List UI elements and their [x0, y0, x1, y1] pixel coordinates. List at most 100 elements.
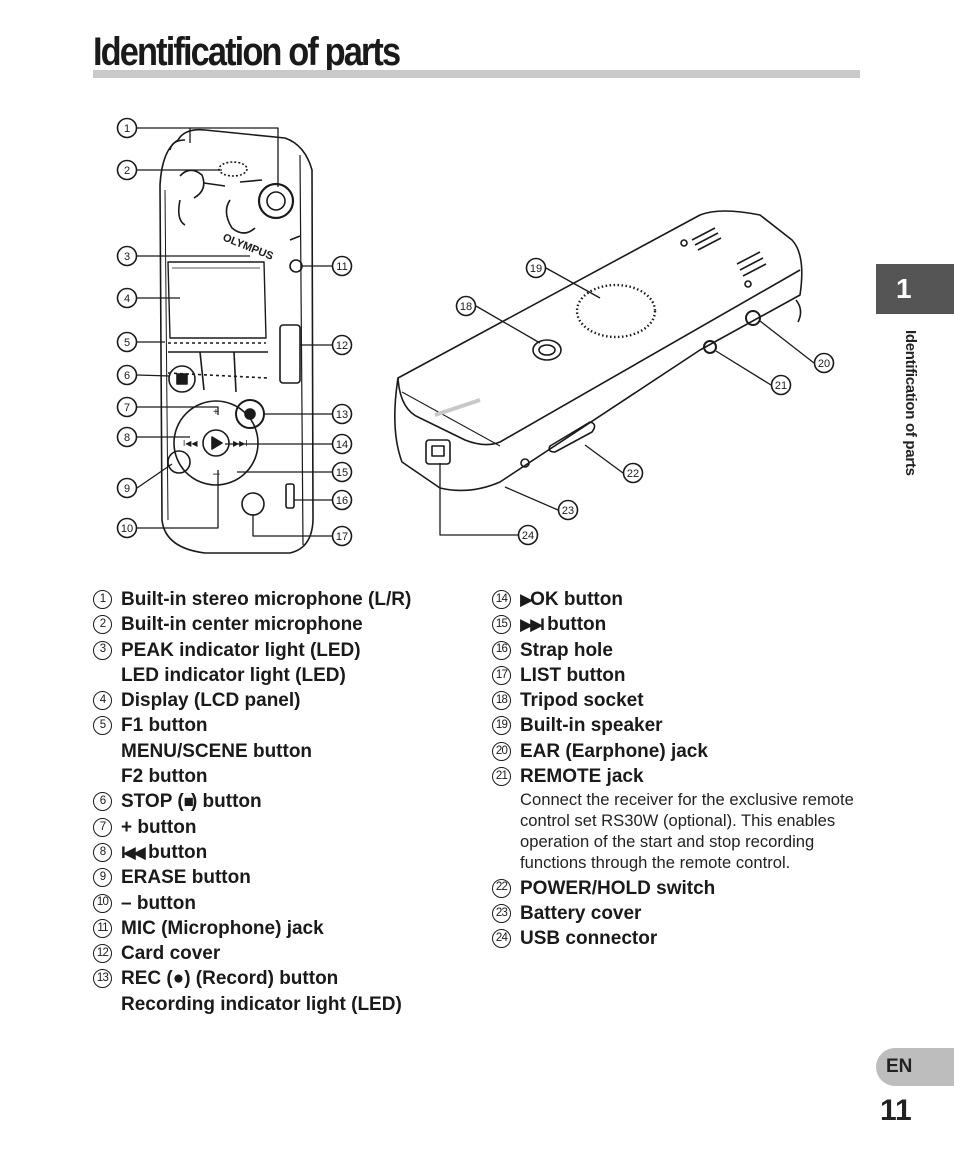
- list-item: 17 LIST button: [492, 663, 862, 688]
- list-item: 19 Built-in speaker: [492, 713, 862, 738]
- item-number: 19: [492, 716, 511, 736]
- item-number: 1: [93, 590, 112, 609]
- list-item: 10 – button: [93, 891, 483, 916]
- callout-7: 7: [124, 402, 130, 414]
- item-label: ) button: [190, 791, 262, 813]
- item-label: Built-in speaker: [520, 715, 663, 737]
- callout-8: 8: [124, 432, 130, 444]
- item-sublabel: MENU/SCENE button: [121, 740, 313, 762]
- item-sublabel: F2 button: [121, 766, 208, 788]
- item-number: 6: [93, 792, 112, 812]
- callout-leaders: [136, 127, 815, 537]
- item-number: 5: [93, 716, 112, 736]
- item-number: 7: [93, 817, 112, 837]
- list-item: 2 Built-in center microphone: [93, 612, 483, 637]
- item-sublabel: LED indicator light (LED): [121, 664, 346, 686]
- item-number: 2: [93, 615, 112, 635]
- list-item: 23 Battery cover: [492, 901, 862, 926]
- title-rule: [93, 70, 860, 78]
- callout-16: 16: [336, 495, 348, 507]
- list-item: 11 MIC (Microphone) jack: [93, 916, 483, 941]
- chapter-tab: 1: [876, 264, 954, 314]
- item-number: 18: [492, 691, 511, 711]
- item-label: Built-in stereo microphone (L/R): [121, 589, 412, 610]
- callout-24: 24: [522, 530, 534, 542]
- item-label: PEAK indicator light (LED): [121, 639, 361, 661]
- item-label: Card cover: [121, 943, 221, 965]
- item-number: 20: [492, 741, 511, 761]
- item-number: 17: [492, 665, 511, 685]
- play-icon: ▶: [520, 590, 533, 609]
- item-label: USB connector: [520, 928, 658, 950]
- item-number: 11: [93, 918, 112, 938]
- item-number: 8: [93, 842, 112, 862]
- item-label: REMOTE jack: [520, 766, 644, 788]
- callout-17: 17: [336, 531, 348, 543]
- callout-22: 22: [627, 468, 639, 480]
- front-view-device: OLYMPUS + – I◀◀ ▶▶I: [159, 128, 314, 554]
- parts-list-left: 1 Built-in stereo microphone (L/R) 2 Built…: [93, 587, 483, 1017]
- list-item: 12 Card cover: [93, 941, 483, 966]
- skip-back-icon: I◀◀: [121, 842, 146, 862]
- item-number: 12: [93, 944, 112, 964]
- item-number: 16: [492, 640, 511, 660]
- item-label: – button: [121, 892, 196, 914]
- item-number: 10: [93, 893, 112, 913]
- svg-text:I◀◀: I◀◀: [183, 439, 198, 448]
- callout-11: 11: [336, 261, 347, 273]
- language-tab: EN: [876, 1048, 954, 1086]
- callout-1: 1: [124, 123, 130, 135]
- item-label: LIST button: [520, 664, 626, 686]
- callout-20: 20: [818, 358, 830, 370]
- callout-14: 14: [336, 439, 348, 451]
- list-item: 18 Tripod socket: [492, 688, 862, 713]
- item-label: Built-in center microphone: [121, 614, 363, 636]
- callout-12: 12: [336, 340, 348, 352]
- callout-5: 5: [124, 337, 130, 349]
- callout-10: 10: [121, 523, 133, 535]
- callout-badges: [116, 117, 835, 547]
- callout-2: 2: [124, 165, 130, 177]
- item-label: F1 button: [121, 715, 208, 737]
- callout-9: 9: [124, 483, 130, 495]
- callout-18: 18: [460, 301, 472, 313]
- item-label: MIC (Microphone) jack: [121, 917, 324, 939]
- item-sublabel: Recording indicator light (LED): [121, 993, 402, 1015]
- callout-numbers: 1 2 3 4 5 6 7 8 9 10 11 12 13 14 15 16 1…: [121, 123, 830, 543]
- item-number: 4: [93, 691, 112, 711]
- list-item: 14▶OK button: [492, 587, 862, 612]
- svg-text:–: –: [213, 466, 220, 480]
- device-diagram: OLYMPUS + – I◀◀ ▶▶I: [116, 117, 835, 554]
- page-title: Identification of parts: [93, 30, 401, 74]
- callout-6: 6: [124, 370, 130, 382]
- item-number: 22: [492, 878, 511, 898]
- item-number: 9: [93, 868, 112, 888]
- callout-13: 13: [336, 409, 348, 421]
- item-label: ERASE button: [121, 867, 251, 889]
- callout-23: 23: [562, 505, 574, 517]
- item-number: 23: [492, 903, 511, 923]
- chapter-side-label: Identification of parts: [902, 330, 919, 476]
- list-item: 9 ERASE button: [93, 865, 483, 890]
- stop-square-icon: ■: [183, 792, 194, 812]
- callout-21: 21: [775, 380, 787, 392]
- item-number: 21: [492, 767, 511, 787]
- callout-4: 4: [124, 293, 130, 305]
- list-item: 1 Built-in stereo microphone (L/R): [93, 587, 483, 612]
- item-label: Tripod socket: [520, 690, 644, 712]
- item-label: STOP (: [121, 791, 184, 813]
- item-label: Battery cover: [520, 902, 642, 924]
- item-note: Connect the receiver for the exclusive r…: [520, 790, 854, 872]
- back-view-device: [394, 210, 803, 492]
- skip-forward-icon: ▶▶I: [520, 615, 545, 635]
- list-item: 15▶▶I button: [492, 612, 862, 637]
- item-number: 14: [492, 590, 511, 609]
- chapter-number: 1: [896, 273, 912, 304]
